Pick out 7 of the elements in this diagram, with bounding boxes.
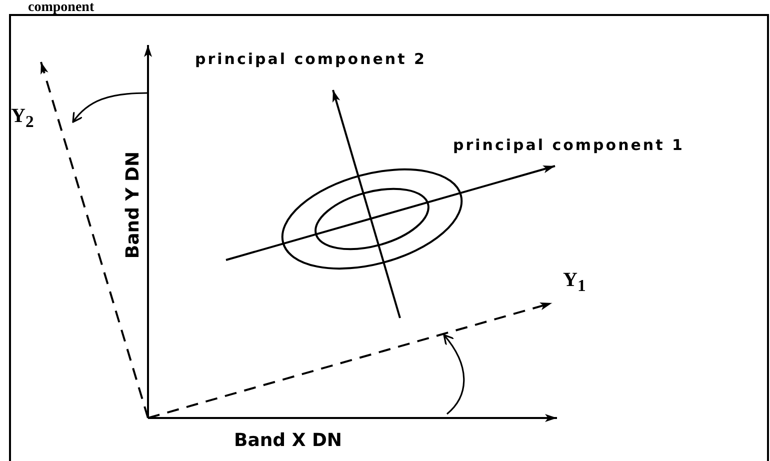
axis-label: Y$_{2}$: [11, 106, 34, 131]
axis-label: Band Y DN: [124, 151, 142, 259]
axis-label: Band X DN: [234, 432, 342, 450]
figure-caption: component: [28, 1, 94, 15]
axis-label: principal component 1: [453, 138, 684, 153]
axis-label: principal component 2: [195, 52, 426, 67]
axis-label: Y$_{1}$: [563, 270, 586, 295]
